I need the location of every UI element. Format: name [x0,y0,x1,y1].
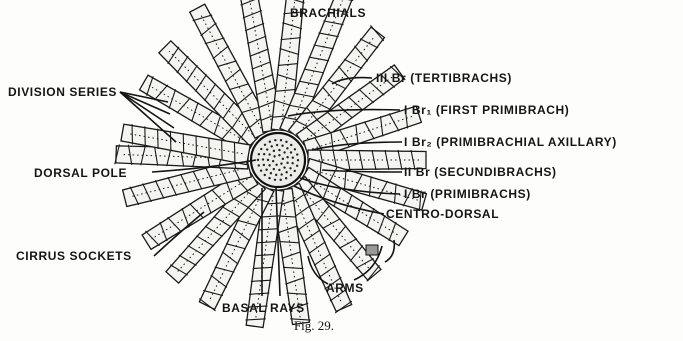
pole-dot [291,162,293,164]
pole-dot [269,141,271,143]
pole-dot [289,167,291,169]
pole-dot [275,174,277,176]
centro-dorsal-disc [251,133,305,187]
pole-dot [292,157,294,159]
pole-dot [273,150,275,152]
label-primibrachial-axillary: I Br₂ (PRIMIBRACHIAL AXILLARY) [404,135,617,149]
pole-dot [275,164,277,166]
pole-dot [272,160,274,162]
label-basal-rays: BASAL RAYS [222,301,305,315]
pole-dot [278,149,280,151]
label-arms: ARMS [326,281,364,295]
pole-dot [297,159,299,161]
pole-dot [278,169,280,171]
pole-dot [276,144,278,146]
pole-dot [266,148,268,150]
pole-dot [294,170,296,172]
pole-dot [257,159,259,161]
pole-dot [258,164,260,166]
pole-dot [283,151,285,153]
pole-dot [263,153,265,155]
pole-dot [290,144,292,146]
pole-dot [264,144,266,146]
label-brachials: BRACHIALS [290,6,366,20]
figure-caption: Fig. 29. [294,318,334,333]
pole-dot [262,158,264,160]
shaded-plate [366,245,378,255]
pole-dot [296,153,298,155]
label-dorsal-pole: DORSAL POLE [34,166,127,180]
pole-dot [268,164,270,166]
pole-dot [286,147,288,149]
pole-dot [282,158,284,160]
pole-dot [268,177,270,179]
pole-dot [271,145,273,147]
pole-dot [265,169,267,171]
pole-dot [274,139,276,141]
pole-dot [280,173,282,175]
pole-dot [285,141,287,143]
pole-dot [290,174,292,176]
pole-dot [258,153,260,155]
label-secundibrachs: II Br (SECUNDIBRACHS) [404,165,557,179]
pole-dot [285,177,287,179]
pole-dot [286,162,288,164]
pole-dot [260,148,262,150]
pole-dot [278,154,280,156]
label-cirrus-sockets: CIRRUS SOCKETS [16,249,132,263]
pole-dot [267,159,269,161]
pole-dot [279,179,281,181]
pole-dot [273,155,275,157]
label-centro-dorsal: CENTRO-DORSAL [386,207,499,221]
pole-dot [274,179,276,181]
pole-dot [286,156,288,158]
label-first-primibrach: I Br₁ (FIRST PRIMIBRACH) [404,103,569,117]
pole-dot [285,171,287,173]
pole-dot [283,166,285,168]
leader-arms-3 [385,240,394,262]
pole-dot [294,148,296,150]
pole-dot [264,174,266,176]
pole-dot [268,153,270,155]
label-primibrachs: I Br (PRIMIBRACHS) [404,187,531,201]
pole-dot [273,168,275,170]
label-tertibrachs: III Br (TERTIBRACHS) [376,71,512,85]
pole-dot [280,139,282,141]
pole-dot [296,165,298,167]
pole-dot [281,145,283,147]
pole-dot [263,164,265,166]
pole-dot [290,151,292,153]
pole-dot [260,169,262,171]
label-division-series: DIVISION SERIES [8,85,117,99]
pole-dot [280,162,282,164]
pole-dot [270,172,272,174]
